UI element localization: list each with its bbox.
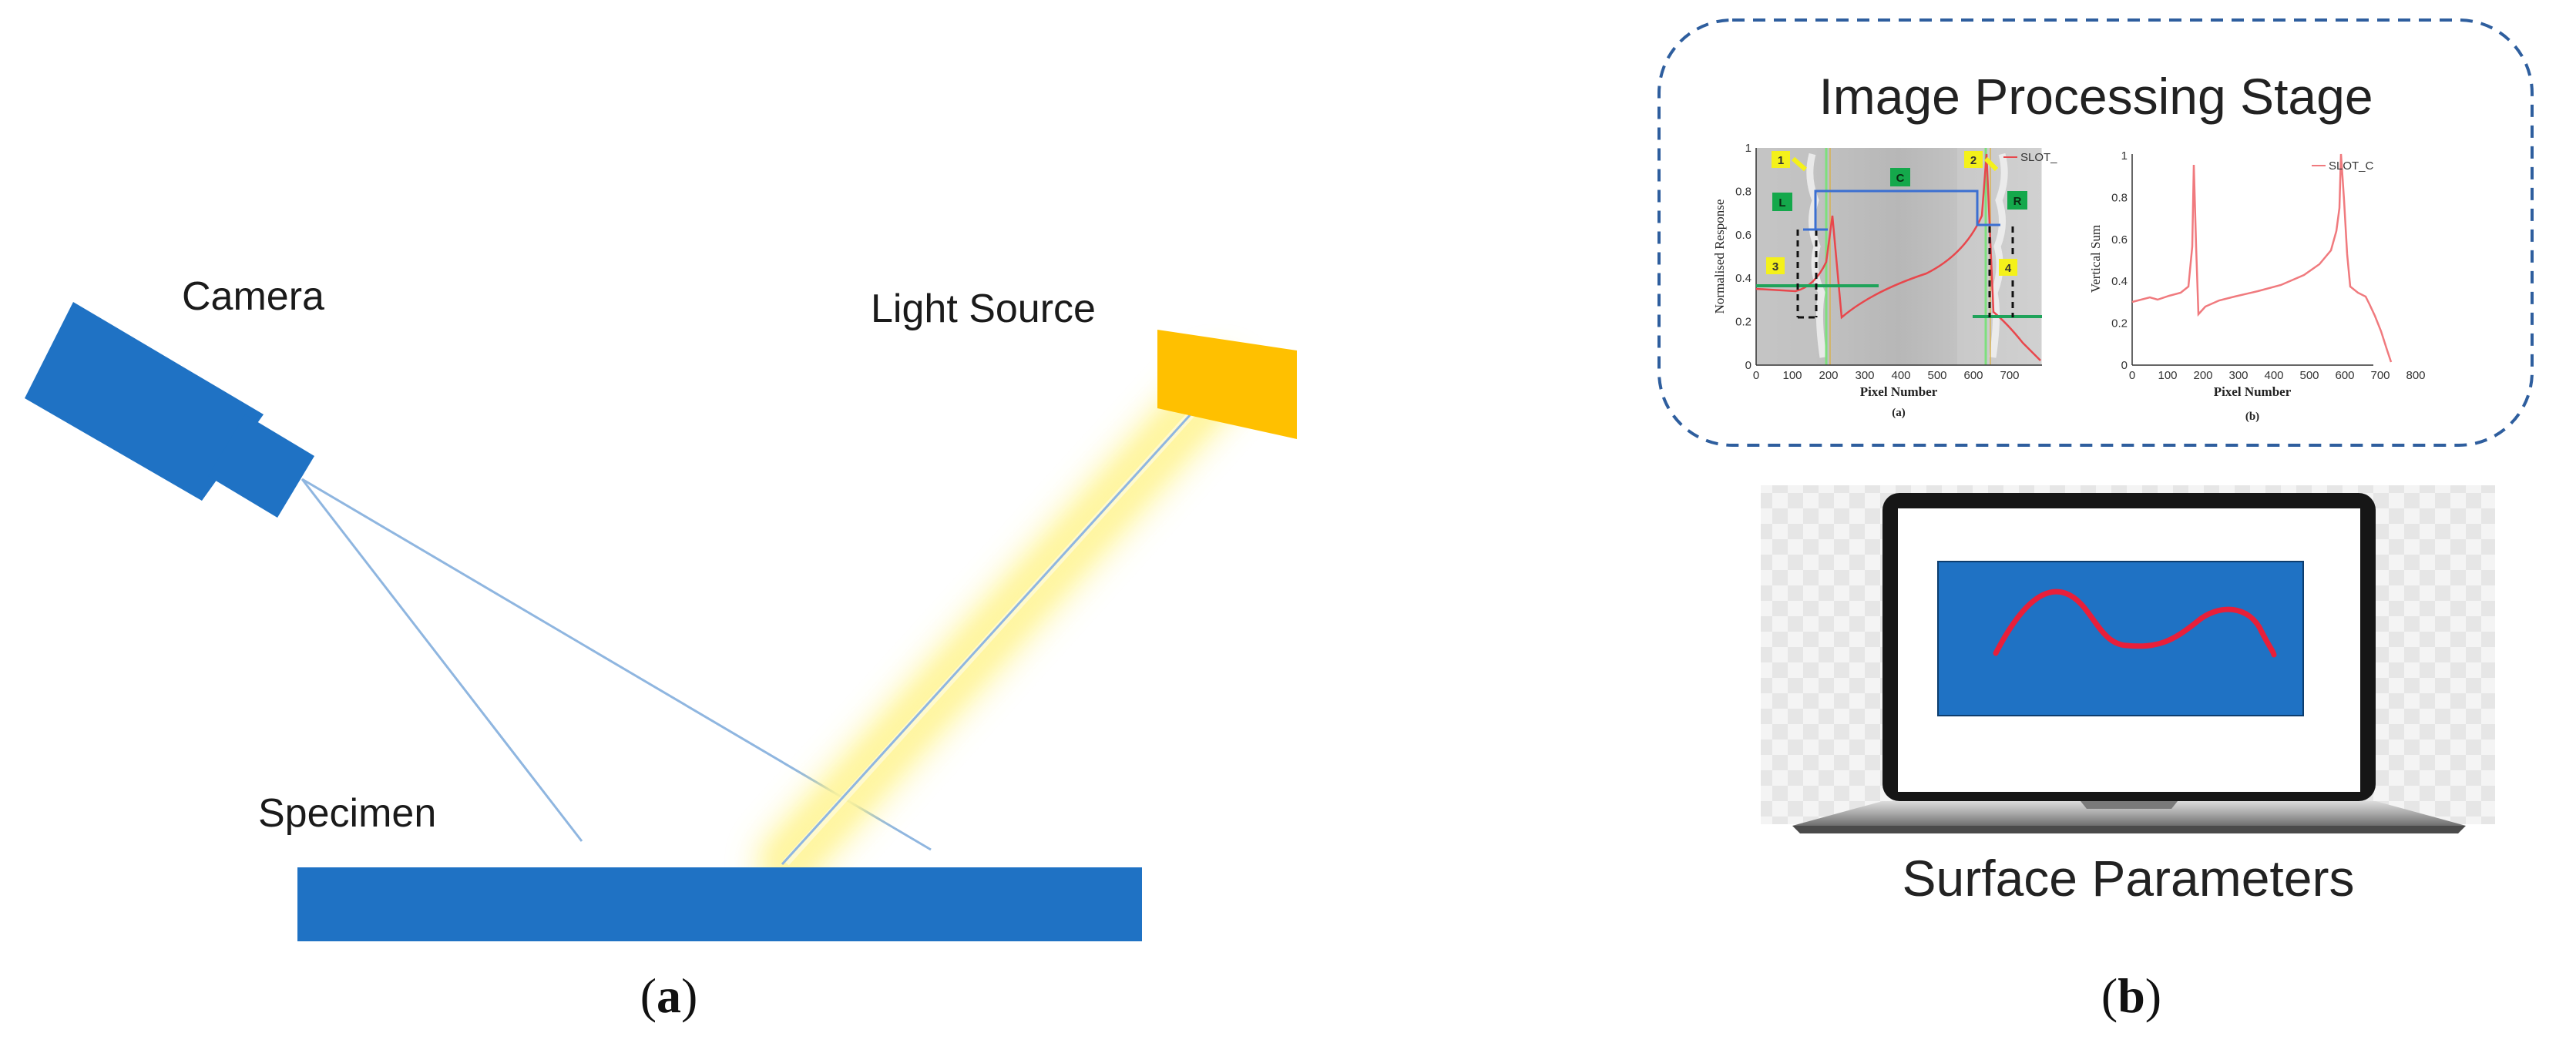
light-source-label: Light Source (871, 287, 1096, 331)
plot-a-xtick-tick-3: 300 (1855, 369, 1874, 382)
plot-a-ylabel: Normalised Response (1712, 200, 1727, 314)
camera-icon (25, 302, 314, 518)
image-processing-title: Image Processing Stage (1819, 68, 2373, 125)
region-c: C (1896, 172, 1905, 185)
plot-a-xtick-tick-0: 0 (1753, 369, 1759, 382)
plot-a-xtick-tick-7: 700 (2000, 369, 2019, 382)
marker-2: 2 (1970, 154, 1977, 167)
region-r: R (2013, 195, 2022, 208)
plot-b-xlabel: Pixel Number (2214, 384, 2292, 399)
plot-b-ytick-tick-4: 0.8 (2111, 191, 2128, 204)
camera-ray-left (301, 478, 583, 842)
plot-b-xtick-tick-7: 700 (2370, 369, 2390, 382)
plot-b: 0 0.2 0.4 0.6 0.8 1 0 100 200 300 400 500 600 700 800… (2088, 149, 2426, 423)
plot-b-ytick-tick-5: 1 (2121, 149, 2128, 163)
plot-b-ytick-tick-0: 0 (2121, 359, 2128, 372)
plot-b-ytick-tick-2: 0.4 (2111, 275, 2128, 288)
plot-a-xtick-tick-6: 600 (1963, 369, 1983, 382)
marker-4: 4 (2005, 262, 2012, 275)
plot-b-ylabel: Vertical Sum (2088, 225, 2103, 293)
plot-b-xtick-tick-4: 400 (2264, 369, 2283, 382)
plot-b-xtick-tick-1: 100 (2158, 369, 2177, 382)
panel-a: Camera Light Source Specimen (a) (25, 274, 1297, 1023)
surface-profile-curve (1993, 589, 2277, 658)
plot-b-xtick-tick-3: 300 (2228, 369, 2248, 382)
plot-a-ytick-tick-4: 0.8 (1735, 185, 1751, 198)
plot-b-ytick-tick-1: 0.2 (2111, 317, 2128, 330)
plot-a-ytick-tick-0: 0 (1745, 359, 1751, 372)
plot-b-xtick-tick-6: 600 (2335, 369, 2354, 382)
surface-parameters-label: Surface Parameters (1903, 850, 2355, 907)
plot-a-ytick-tick-5: 1 (1745, 142, 1751, 155)
plot-b-xtick-tick-5: 500 (2299, 369, 2319, 382)
light-source-icon (1157, 330, 1297, 439)
plot-a-xtick-tick-5: 500 (1927, 369, 1946, 382)
plot-a-xlabel: Pixel Number (1860, 384, 1938, 399)
plot-a-ytick-tick-1: 0.2 (1735, 316, 1751, 329)
laptop-icon (1761, 485, 2495, 833)
specimen-block (297, 867, 1142, 941)
panel-b-caption: (b) (2101, 968, 2161, 1023)
plot-a-xtick-tick-4: 400 (1891, 369, 1910, 382)
plot-b-xtick-tick-8: 800 (2406, 369, 2425, 382)
marker-3: 3 (1772, 260, 1778, 273)
plot-a-sublabel: (a) (1892, 407, 1906, 419)
image-processing-box (1657, 18, 2534, 447)
plot-b-xtick-tick-2: 200 (2193, 369, 2212, 382)
region-l: L (1778, 196, 1785, 210)
light-beam (759, 358, 1244, 890)
camera-label: Camera (182, 274, 324, 319)
plot-a: 0 0.2 0.4 0.6 0.8 1 0 100 200 300 400 500 600 700 (1712, 142, 2057, 419)
plot-b-xtick-tick-0: 0 (2129, 369, 2135, 382)
plot-a-ytick-tick-2: 0.4 (1735, 272, 1751, 285)
panel-a-caption: (a) (640, 968, 698, 1023)
plot-a-xtick-tick-2: 200 (1819, 369, 1838, 382)
plot-b-legend: SLOT_C (2329, 159, 2374, 173)
laptop-screen-plot (1937, 561, 2304, 716)
marker-1: 1 (1778, 154, 1784, 167)
plot-a-xtick-tick-1: 100 (1782, 369, 1802, 382)
plot-a-ytick-tick-3: 0.6 (1735, 229, 1751, 242)
plot-a-legend: SLOT_ (2020, 151, 2057, 164)
plot-b-sublabel: (b) (2245, 411, 2259, 423)
specimen-label: Specimen (258, 791, 436, 836)
plot-b-ytick-tick-3: 0.6 (2111, 233, 2128, 246)
panel-b: Image Processing Stage 0 0.2 0.4 0.6 0.8 1 0 1… (1657, 18, 2534, 1023)
plot-b-vertical-sum-curve (2131, 153, 2393, 363)
